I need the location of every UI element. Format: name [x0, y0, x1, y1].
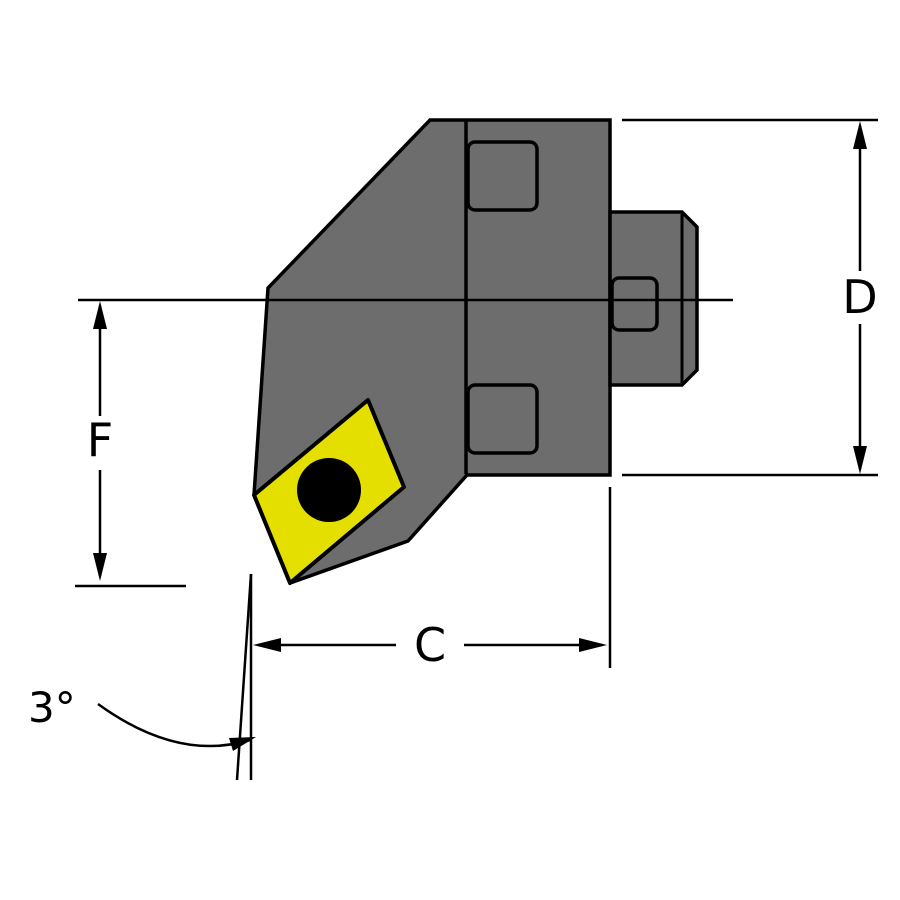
shank-pocket: [610, 276, 659, 332]
body-pocket-top: [466, 140, 539, 212]
angle-leader-arc: [97, 702, 251, 748]
dim-f-arrow-up: [93, 301, 107, 329]
angle-arrowhead: [229, 737, 256, 751]
dim-d-arrow-down: [853, 446, 867, 474]
dim-d-arrow-up: [853, 121, 867, 149]
tool-shank-boss: [608, 210, 699, 387]
insert-screw-hole: [297, 458, 361, 522]
body-pocket-bottom: [466, 383, 539, 455]
dim-c-arrow-right: [579, 638, 607, 652]
angle-label: 3°: [28, 683, 76, 732]
dim-c-arrow-left: [253, 638, 281, 652]
dim-c-label: C: [414, 618, 446, 672]
angle-slanted-line: [235, 573, 253, 781]
dim-f-label: F: [87, 413, 113, 467]
dim-f-arrow-down: [93, 553, 107, 581]
dim-d-label: D: [842, 270, 877, 324]
